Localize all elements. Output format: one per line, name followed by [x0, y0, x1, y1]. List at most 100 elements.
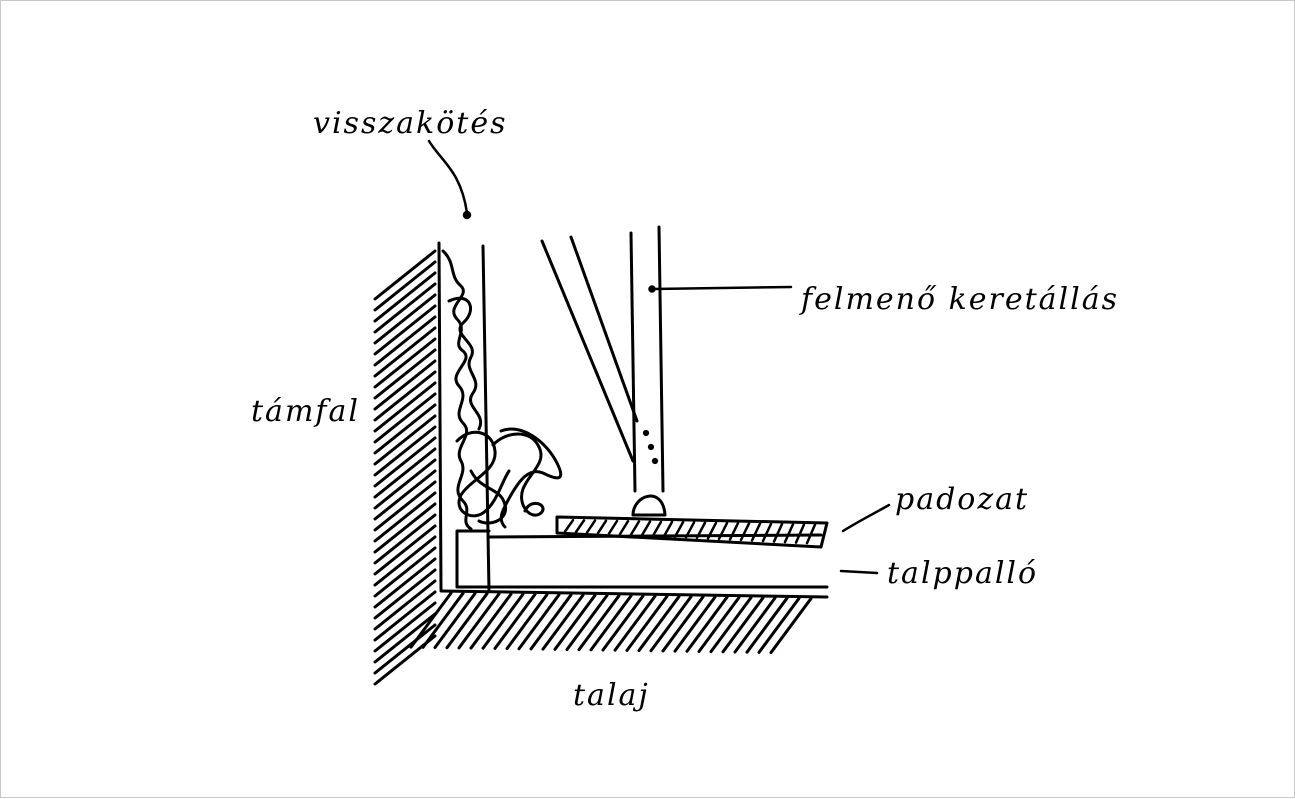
- label-retaining-wall: támfal: [251, 394, 360, 429]
- ground-hatch-stroke: [601, 594, 645, 652]
- wall-hatch-stroke: [373, 568, 437, 620]
- wall-hatch-stroke: [373, 590, 437, 642]
- ground-hatching: [409, 591, 813, 655]
- sole-plank-outline: [455, 529, 829, 589]
- floor-hatch-stroke: [662, 520, 674, 538]
- ground-hatch-stroke: [565, 593, 609, 651]
- floor-hatch-stroke: [607, 519, 619, 535]
- wall-hatch-stroke: [373, 447, 437, 499]
- dot-1: [642, 429, 650, 437]
- ground-hatch-stroke: [529, 593, 573, 651]
- sheeting-plank: [481, 244, 491, 593]
- label-flooring: padozat: [895, 482, 1029, 517]
- wall-hatch-stroke: [373, 282, 437, 334]
- floor-hatch-stroke: [585, 519, 597, 534]
- wall-hatch-stroke: [373, 524, 437, 576]
- ground-hatch-stroke: [589, 594, 633, 652]
- wall-hatch-stroke: [373, 271, 437, 323]
- floor-hatch-stroke: [794, 523, 806, 544]
- ground-hatch-stroke: [493, 592, 537, 650]
- ground-hatch-stroke: [697, 595, 741, 653]
- ground-hatch-stroke: [421, 591, 465, 649]
- ground-hatch-stroke: [709, 596, 753, 654]
- ground-hatch-stroke: [541, 593, 585, 651]
- leader-riser-dot: [648, 285, 656, 293]
- floor-hatch-stroke: [739, 522, 751, 542]
- wall-hatch-stroke: [373, 348, 437, 400]
- wall-hatch-stroke: [373, 315, 437, 367]
- flooring-hatching: [563, 518, 817, 545]
- ground-hatch-stroke: [457, 592, 501, 650]
- wall-hatch-stroke: [373, 403, 437, 455]
- retaining-wall-hatching: [373, 249, 437, 686]
- frame-post-right: [657, 225, 665, 493]
- dot-2: [647, 443, 655, 451]
- wall-hatch-stroke: [373, 502, 437, 554]
- ground-hatch-stroke: [721, 596, 765, 654]
- ground-hatch-stroke: [469, 592, 513, 650]
- floor-hatch-stroke: [772, 522, 784, 543]
- leader-flooring: [841, 503, 891, 533]
- wall-hatch-stroke: [373, 359, 437, 411]
- floor-hatch-stroke: [596, 519, 608, 535]
- leader-riser-frame: [651, 285, 793, 291]
- ground-hatch-stroke: [745, 596, 789, 654]
- ground-hatch-stroke: [685, 595, 729, 653]
- wall-hatch-stroke: [373, 579, 437, 631]
- ground-hatch-stroke: [769, 597, 813, 655]
- wall-hatch-stroke: [373, 436, 437, 488]
- vegetation-scribble: [441, 249, 563, 531]
- wall-hatch-stroke: [373, 469, 437, 521]
- frame-post-left: [629, 231, 637, 493]
- leader-lines: [427, 139, 891, 575]
- label-sole-plank: talppalló: [887, 556, 1038, 591]
- wall-hatch-stroke: [373, 326, 437, 378]
- wall-hatch-stroke: [373, 535, 437, 587]
- wall-hatch-stroke: [373, 293, 437, 345]
- floor-hatch-stroke: [629, 520, 641, 536]
- ground-hatch-stroke: [409, 591, 453, 649]
- frame-foot: [631, 494, 667, 517]
- floor-hatch-stroke: [563, 518, 575, 533]
- wall-hatch-stroke: [373, 623, 437, 675]
- floor-hatch-stroke: [640, 520, 652, 537]
- wall-hatch-stroke: [373, 612, 437, 664]
- label-riser-frame: felmenő keretállás: [799, 282, 1119, 317]
- floor-hatch-stroke: [574, 519, 586, 534]
- ground-hatch-stroke: [733, 596, 777, 654]
- ground-hatch-stroke: [445, 592, 489, 650]
- leader-tieback: [427, 139, 469, 215]
- floor-hatch-stroke: [651, 520, 663, 537]
- ground-hatch-stroke: [757, 596, 801, 654]
- wall-hatch-stroke: [373, 546, 437, 598]
- wall-hatch-stroke: [373, 381, 437, 433]
- ground-surface: [439, 589, 829, 599]
- ground-hatch-stroke: [553, 593, 597, 651]
- flooring-outline: [555, 515, 829, 549]
- floor-hatch-stroke: [750, 522, 762, 542]
- wall-hatch-stroke: [373, 414, 437, 466]
- ground-hatch-stroke: [673, 595, 717, 653]
- ground-hatch-stroke: [637, 595, 681, 653]
- ground-hatch-stroke: [517, 593, 561, 651]
- wall-hatch-stroke: [373, 392, 437, 444]
- ground-hatch-stroke: [613, 594, 657, 652]
- wall-hatch-stroke: [373, 425, 437, 477]
- wall-hatch-stroke: [373, 304, 437, 356]
- label-tieback: visszakötés: [313, 106, 507, 141]
- retaining-wall-face: [437, 241, 443, 591]
- wall-hatch-stroke: [373, 491, 437, 543]
- wall-hatch-stroke: [373, 601, 437, 653]
- floor-hatch-stroke: [618, 519, 630, 536]
- brace-inner: [569, 235, 639, 423]
- leader-sole-plank: [839, 569, 879, 575]
- wall-hatch-stroke: [373, 557, 437, 609]
- ground-hatch-stroke: [577, 594, 621, 652]
- floor-hatch-stroke: [783, 523, 795, 544]
- floor-hatch-stroke: [761, 522, 773, 543]
- ground-hatch-stroke: [481, 592, 525, 650]
- wall-hatch-stroke: [373, 480, 437, 532]
- dot-3: [651, 457, 659, 465]
- ground-hatch-stroke: [649, 595, 693, 653]
